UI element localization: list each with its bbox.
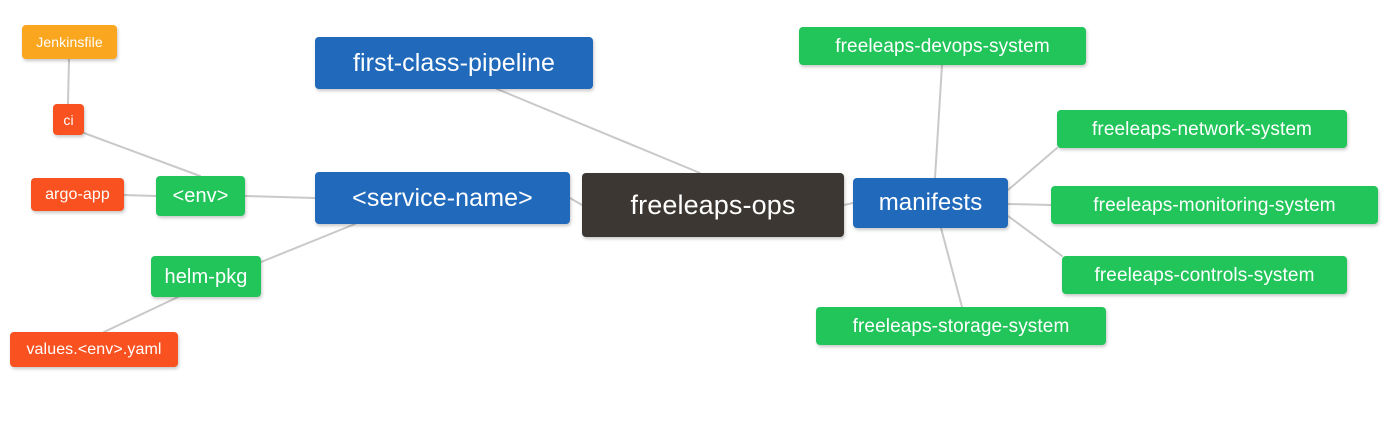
edge-env-to-ci <box>83 132 201 177</box>
mindmap-node-ci[interactable]: ci <box>53 104 84 135</box>
mindmap-node-values[interactable]: values.<env>.yaml <box>10 332 178 367</box>
mindmap-node-root[interactable]: freeleaps-ops <box>582 173 844 237</box>
mindmap-node-service[interactable]: <service-name> <box>315 172 570 224</box>
mindmap-node-controls[interactable]: freeleaps-controls-system <box>1062 256 1347 294</box>
edge-manifests-to-monitoring <box>1007 203 1052 206</box>
mindmap-node-storage[interactable]: freeleaps-storage-system <box>816 307 1106 345</box>
mindmap-node-argo[interactable]: argo-app <box>31 178 124 211</box>
edge-service-to-helm <box>260 223 356 263</box>
edge-manifests-to-network <box>1007 147 1058 191</box>
mindmap-node-devops[interactable]: freeleaps-devops-system <box>799 27 1086 65</box>
mindmap-node-monitoring[interactable]: freeleaps-monitoring-system <box>1051 186 1378 224</box>
mindmap-node-network[interactable]: freeleaps-network-system <box>1057 110 1347 148</box>
edge-service-to-env <box>244 195 316 199</box>
mindmap-node-manifests[interactable]: manifests <box>853 178 1008 228</box>
edge-manifests-to-devops <box>934 64 943 179</box>
edge-env-to-argo <box>123 194 157 197</box>
edge-pipeline-to-root <box>496 88 701 174</box>
edge-ci-to-jenkins <box>67 58 70 105</box>
mindmap-node-pipeline[interactable]: first-class-pipeline <box>315 37 593 89</box>
edge-root-to-service <box>569 197 583 206</box>
mindmap-node-helm[interactable]: helm-pkg <box>151 256 261 297</box>
mindmap-node-env[interactable]: <env> <box>156 176 245 216</box>
edge-manifests-to-storage <box>940 227 963 308</box>
edge-root-to-manifests <box>843 202 854 206</box>
mindmap-node-jenkins[interactable]: Jenkinsfile <box>22 25 117 59</box>
edge-helm-to-values <box>103 296 179 333</box>
